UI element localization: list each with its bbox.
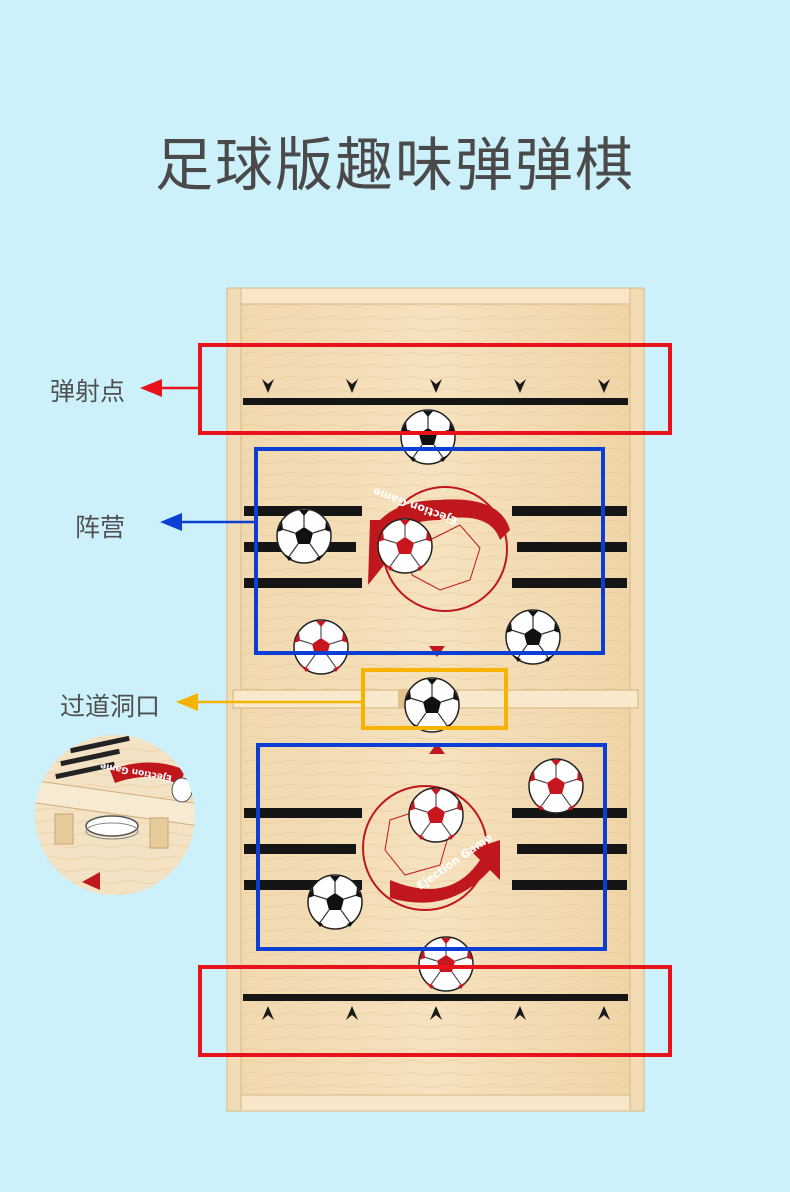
puck-red[interactable] [293, 619, 349, 675]
puck-black[interactable] [400, 409, 456, 465]
camp-arrow [160, 513, 256, 531]
passage-hole-arrow [176, 693, 363, 711]
top-launch-rail [243, 379, 628, 405]
camp-label: 阵营 [75, 513, 126, 542]
puck-black[interactable] [505, 609, 561, 665]
puck-black[interactable] [307, 874, 363, 930]
bottom-camp-box [256, 743, 607, 951]
center-marker-bottom [429, 743, 445, 754]
bottom-launch-zone-box [198, 965, 672, 1057]
puck-red[interactable] [377, 518, 433, 574]
bottom-field-stripes [244, 808, 627, 890]
launch-point-arrow [140, 379, 200, 397]
page-title: 足球版趣味弹弹棋 [154, 131, 635, 199]
puck-red[interactable] [528, 758, 584, 814]
passage-detail-inset: Ejection Game [35, 735, 195, 895]
launch-point-label: 弹射点 [50, 377, 126, 406]
puck-black[interactable] [404, 677, 460, 733]
passage-hole-label: 过道洞口 [60, 692, 161, 721]
bottom-launch-rail [243, 994, 628, 1020]
puck-red[interactable] [418, 936, 474, 992]
puck-black[interactable] [276, 508, 332, 564]
top-camp-box [254, 447, 605, 655]
puck-red[interactable] [408, 787, 464, 843]
passage-hole-box [361, 668, 508, 730]
